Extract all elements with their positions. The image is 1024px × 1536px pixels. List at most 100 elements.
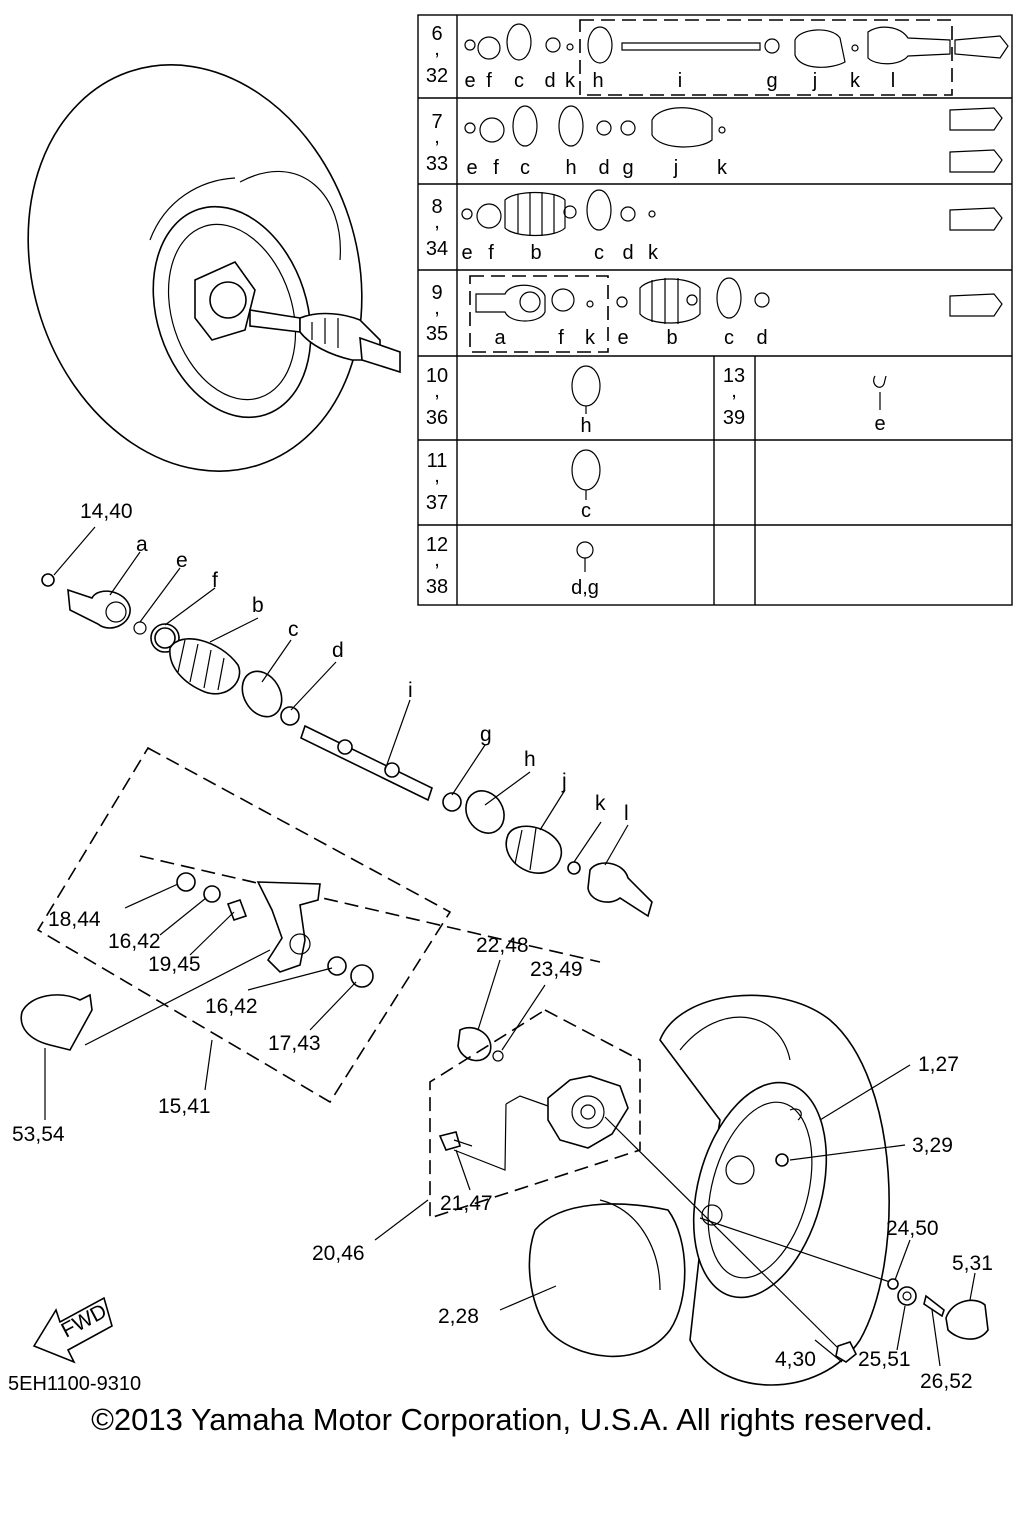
row5-letter-h: h [580,415,591,437]
fwd-arrow-icon: FWD [32,1296,113,1364]
callout-15-41: 15,41 [158,1095,211,1118]
row3-num-sep: , [434,211,440,233]
callout-f: f [212,569,218,592]
wheel-fasteners [835,1278,989,1363]
callout-21-47: 21,47 [440,1192,493,1215]
row5-num-sep: , [434,380,440,402]
row7-letter-dg: d,g [571,577,599,599]
row1-letter-f: f [486,70,492,92]
callout-16-42-b: 16,42 [205,995,258,1018]
row5-num-bot: 36 [426,407,448,429]
row2-letter-g: g [622,157,633,179]
row3-letter-b: b [530,242,541,264]
row4-num-top: 9 [431,282,442,304]
callout-i: i [408,679,413,702]
row5-right-num-sep: , [731,380,737,402]
row5-right-num-top: 13 [723,365,745,387]
callout-c: c [288,618,299,641]
callout-5-31: 5,31 [952,1252,993,1275]
row4-letter-d: d [756,327,767,349]
row1-letter-e: e [464,70,475,92]
row1-letter-k2: k [850,70,861,92]
row2-num-top: 7 [431,111,442,133]
callout-k: k [595,792,606,815]
callout-16-42-a: 16,42 [108,930,161,953]
row2-letter-d: d [598,157,609,179]
callout-h: h [524,748,536,771]
kit-table: 6 , 32 7 , 33 8 , 34 9 , 35 10 , 36 13 ,… [417,14,1013,606]
row4-letter-b: b [666,327,677,349]
callout-d: d [332,639,344,662]
hub-assembly [438,1075,629,1151]
row4-letter-f: f [558,327,564,349]
row3-num-top: 8 [431,196,442,218]
row2-letter-e: e [466,157,477,179]
wheel-tire-illustration [528,994,890,1386]
row6-num-bot: 37 [426,492,448,514]
copyright-notice: ©2013 Yamaha Motor Corporation, U.S.A. A… [91,1402,933,1437]
row3-letter-d: d [622,242,633,264]
callout-25-51: 25,51 [858,1348,911,1371]
callout-53-54: 53,54 [12,1123,65,1146]
callout-b: b [252,594,264,617]
row6-num-sep: , [434,465,440,487]
row5-right-num-bot: 39 [723,407,745,429]
callout-24-50: 24,50 [886,1217,939,1240]
callout-a: a [136,533,148,556]
row1-letter-d: d [544,70,555,92]
row3-letter-f: f [488,242,494,264]
row2-letter-h: h [565,157,576,179]
row2-letter-c: c [520,157,530,179]
row4-letter-k: k [585,327,596,349]
row4-letter-e: e [617,327,628,349]
diagram-code: 5EH1100-9310 [8,1373,141,1395]
callout-j: j [561,770,567,793]
row6-letter-c: c [581,500,591,522]
row1-letter-k: k [565,70,576,92]
callout-14-40: 14,40 [80,500,133,523]
row1-letter-c: c [514,70,524,92]
row1-letter-j: j [812,70,817,92]
row2-num-bot: 33 [426,153,448,175]
row7-num-sep: , [434,549,440,571]
row2-letter-k: k [717,157,728,179]
drive-shaft-exploded [41,573,653,918]
knuckle-assembly [20,872,504,1062]
row7-num-bot: 38 [426,576,448,598]
callout-4-30: 4,30 [775,1348,816,1371]
row3-num-bot: 34 [426,238,448,260]
row3-letter-k: k [648,242,659,264]
row1-letter-h: h [592,70,603,92]
row1-letter-g: g [766,70,777,92]
row1-num-sep: , [434,38,440,60]
callout-20-46: 20,46 [312,1242,365,1265]
row2-letter-j: j [673,157,678,179]
callout-23-49: 23,49 [530,958,583,981]
row1-num-top: 6 [431,23,442,45]
row1-letter-i: i [678,70,682,92]
row1-letter-l: l [891,70,895,92]
row3-letter-c: c [594,242,604,264]
callout-22-48: 22,48 [476,934,529,957]
callout-l: l [624,802,629,825]
callout-1-27: 1,27 [918,1053,959,1076]
row4-letter-c: c [724,327,734,349]
row6-num-top: 11 [427,450,448,472]
callout-g: g [480,723,492,746]
row7-num-top: 12 [426,534,448,556]
row5-right-letter-e: e [874,413,885,435]
callout-26-52: 26,52 [920,1370,973,1393]
row5-num-top: 10 [426,365,448,387]
row2-num-sep: , [434,126,440,148]
callout-3-29: 3,29 [912,1134,953,1157]
wheel-assembly-illustration [27,64,401,472]
row4-num-bot: 35 [426,323,448,345]
row4-num-sep: , [434,297,440,319]
callout-2-28: 2,28 [438,1305,479,1328]
callout-17-43: 17,43 [268,1032,321,1055]
row2-letter-f: f [493,157,499,179]
row3-letter-e: e [461,242,472,264]
callout-19-45: 19,45 [148,953,201,976]
row4-letter-a: a [494,327,506,349]
